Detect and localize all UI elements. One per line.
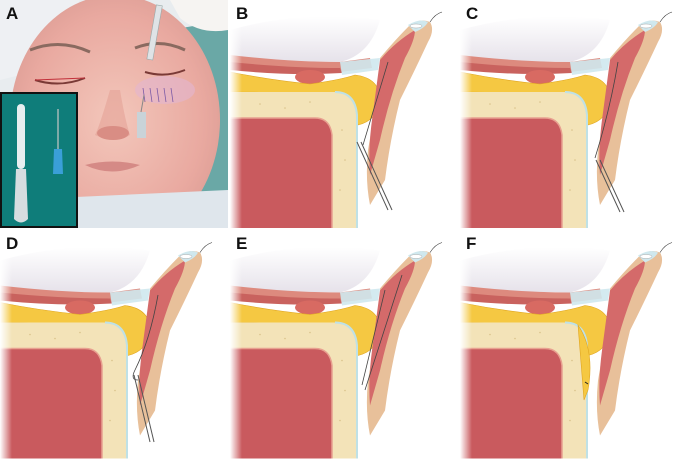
panel-label-b: B [236,4,249,23]
instrument-inset [0,92,78,228]
suture-line [594,61,619,159]
left-eye [144,69,186,76]
gloved-hand [170,0,228,32]
suture-loop [132,294,159,381]
anatomy-illustration-c [460,0,685,228]
anatomy-illustration-e [230,230,458,459]
panel-e-illustration: E [230,230,458,459]
scalpel [146,4,163,61]
panel-label-a: A [6,4,19,23]
needle-icon [595,159,625,213]
panel-d-illustration: D [0,230,228,459]
needle-icon [133,374,155,443]
lips [85,161,140,172]
face-photo [0,0,228,228]
repositioned-fat [577,323,591,401]
instruments [14,104,63,223]
panel-b-illustration: B [230,0,458,228]
panel-a-photo: A [0,0,228,228]
panel-label-f: F [466,234,477,253]
panel-label-c: C [466,4,479,23]
scalpel-icon [17,104,25,169]
panel-label-e: E [236,234,248,253]
right-eye [34,77,86,85]
anatomy-illustration-d [0,230,228,459]
marked-area [135,76,195,104]
suture-threads [361,274,403,391]
needle-icon [356,141,393,211]
suture-knot [584,381,589,385]
needle-hub-photo [137,112,146,138]
panel-f-illustration: F [460,230,685,459]
anatomy-illustration-b [230,0,458,228]
suture-line [362,61,389,146]
anatomy-illustration-f [460,230,685,459]
panel-c-illustration: C [460,0,685,228]
panel-label-d: D [6,234,19,253]
